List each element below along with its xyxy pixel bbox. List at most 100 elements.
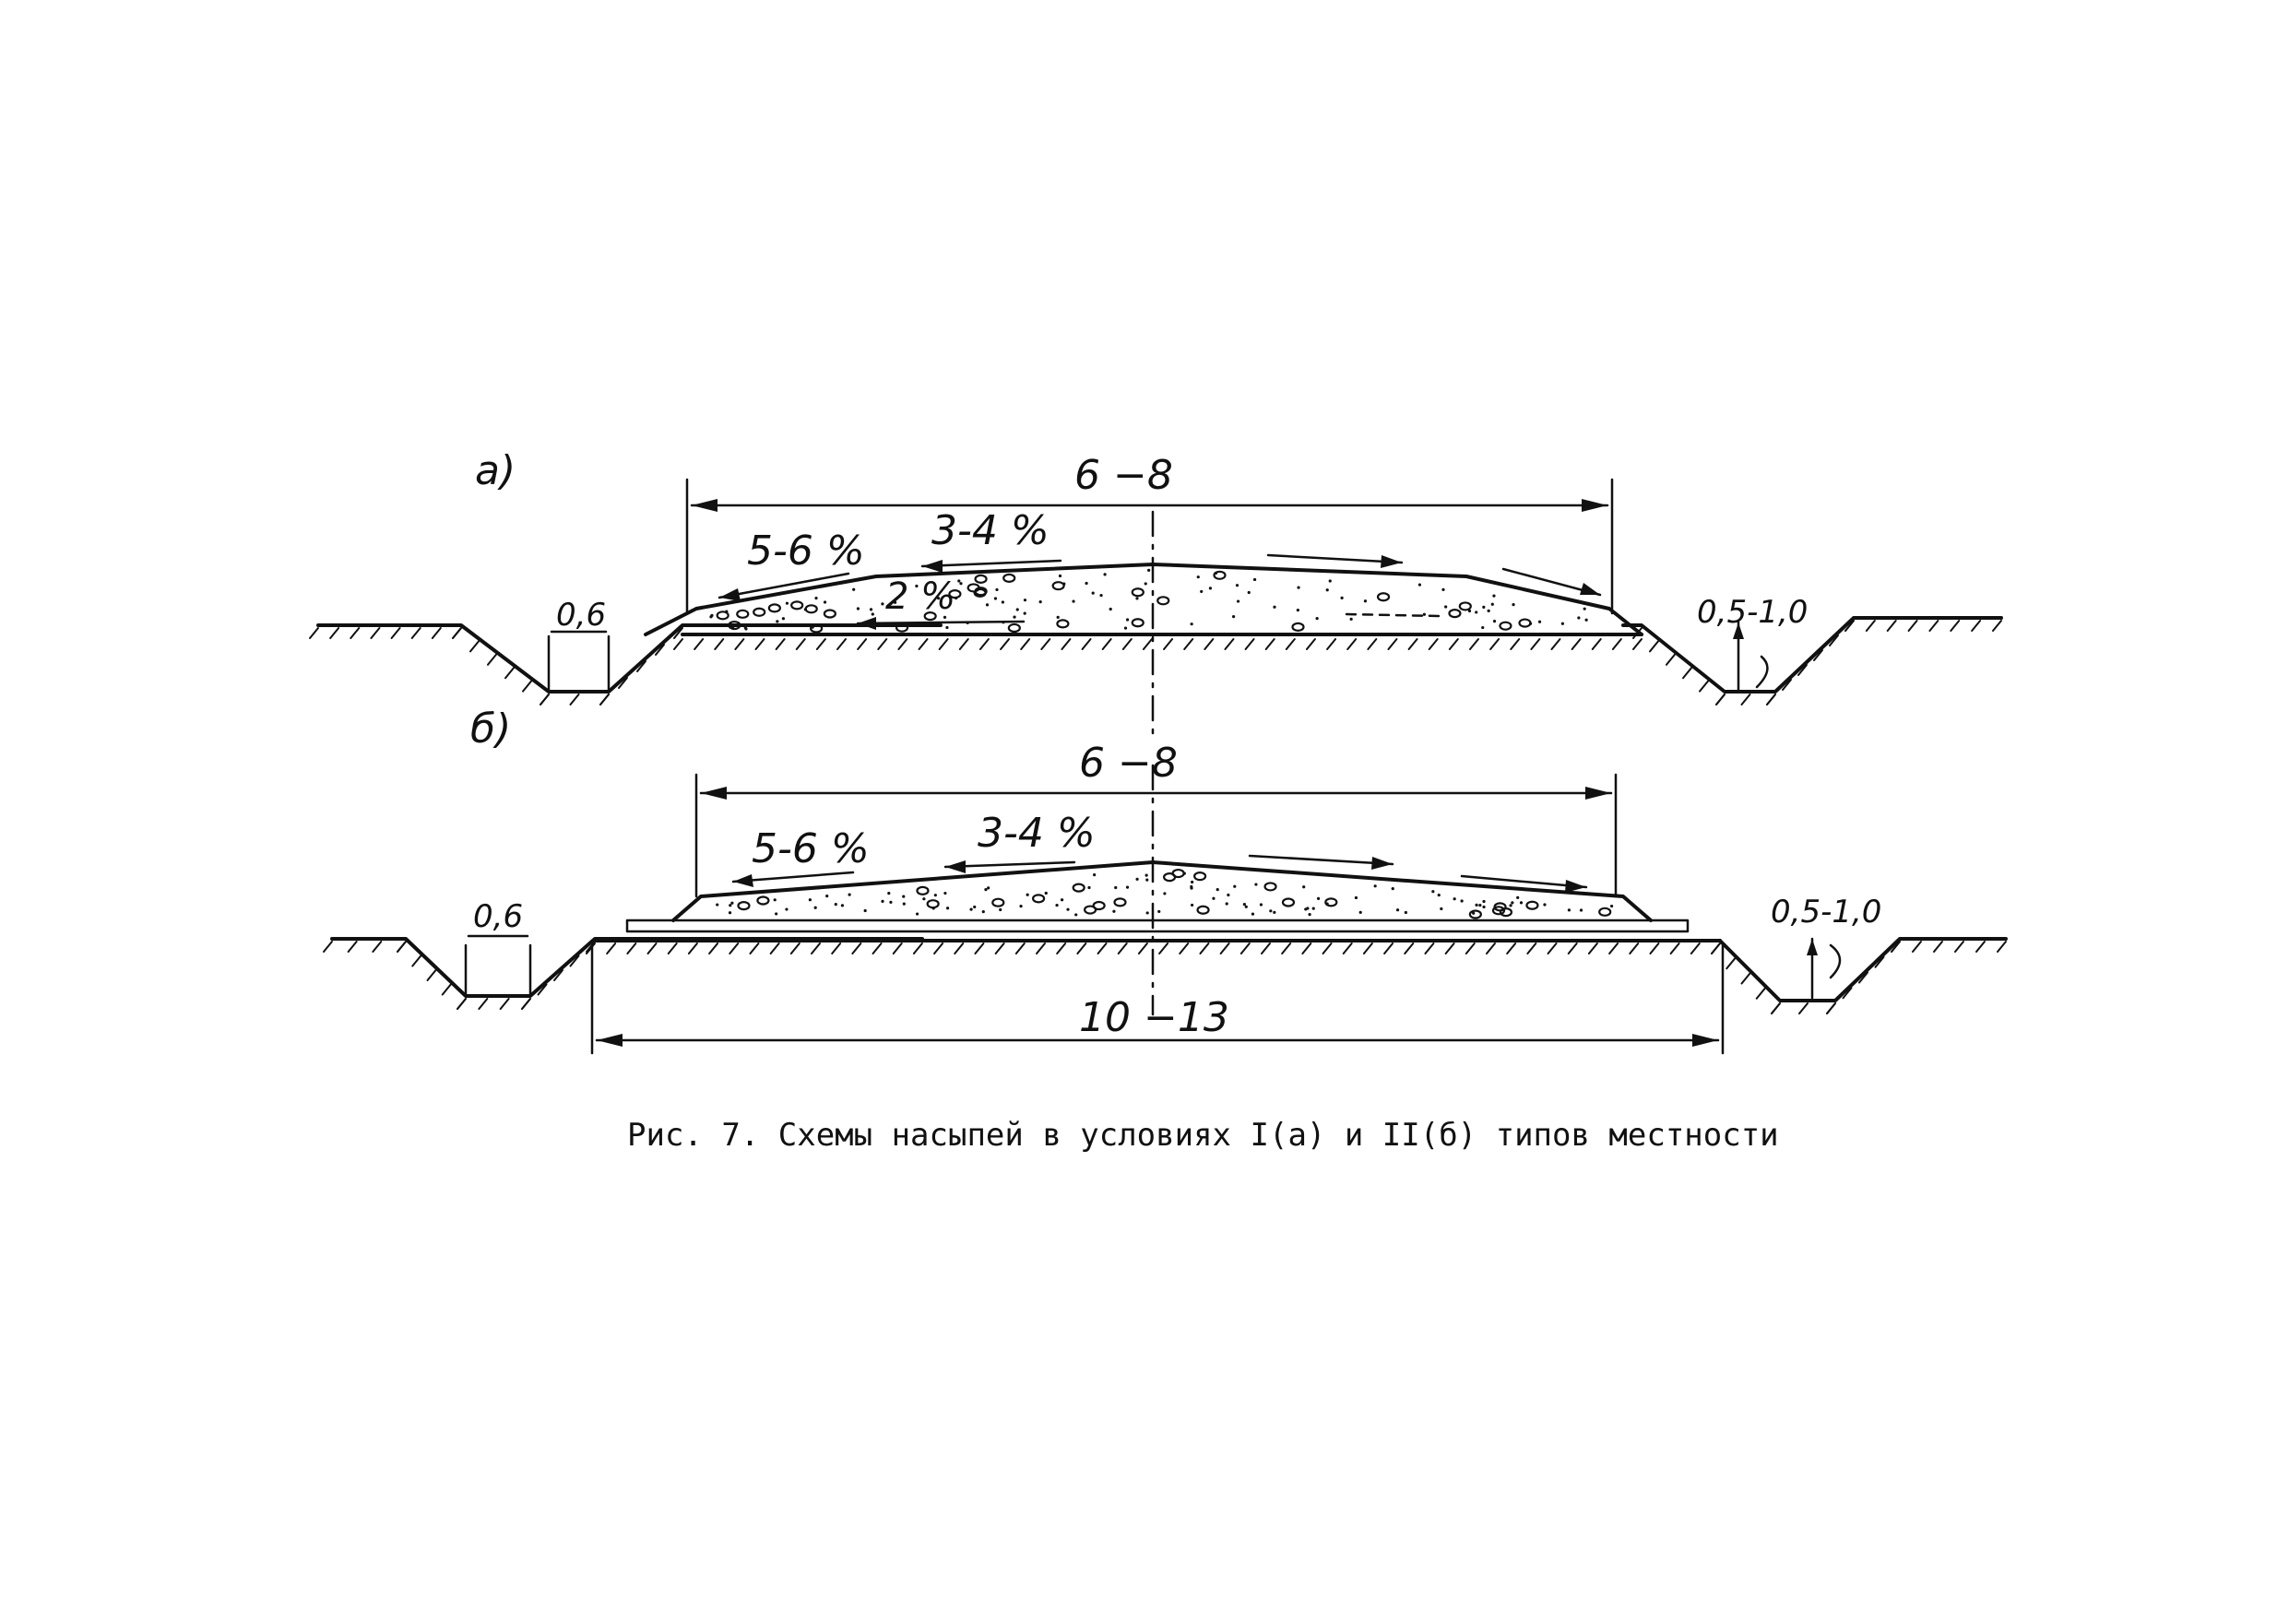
sand-dot: [1358, 910, 1362, 914]
sand-dot: [1315, 617, 1319, 621]
sand-dot: [959, 582, 963, 586]
hatch-mark: [390, 627, 401, 639]
hatch-mark: [1954, 941, 1964, 953]
hatch-mark: [329, 627, 340, 639]
sand-dot: [1482, 605, 1486, 609]
sand-dot: [933, 894, 937, 897]
scheme-a-dim-arrow-left: [692, 499, 717, 512]
sand-dot: [1475, 610, 1478, 614]
sand-dot: [1085, 581, 1088, 586]
hatch-mark: [1158, 942, 1169, 954]
hatch-mark: [478, 998, 489, 1010]
sand-dot: [1610, 904, 1614, 908]
scheme-b-slope-arrow-right: [1460, 874, 1588, 889]
hatch-mark: [1117, 942, 1128, 954]
scheme-a-label: а): [475, 447, 516, 494]
sand-dot: [1422, 612, 1427, 616]
hatch-mark: [918, 638, 929, 650]
sand-dot: [1044, 891, 1048, 895]
hatch-mark: [1061, 638, 1072, 650]
sand-dot: [1391, 887, 1394, 891]
scheme-b-crown-arrowhead-right: [1371, 857, 1393, 870]
sand-dot: [1259, 903, 1263, 907]
sand-dot: [743, 625, 747, 630]
hatch-mark: [795, 638, 806, 650]
sand-dot: [1354, 895, 1358, 900]
sand-dot: [887, 891, 891, 895]
pebble-mark: [1131, 618, 1144, 628]
sand-dot: [1252, 577, 1257, 582]
pebble-mark: [1056, 619, 1070, 629]
hatch-mark: [877, 638, 888, 650]
sand-dot: [1144, 582, 1147, 586]
sand-dot: [1123, 626, 1128, 630]
sand-dot: [1216, 888, 1219, 892]
scheme-a-ground-line: [316, 623, 943, 693]
sand-dot: [1015, 608, 1019, 611]
scheme-b-crown-arrowhead-left: [945, 860, 966, 873]
scheme-a-embankment-fill: [709, 568, 1588, 634]
sand-dot: [1023, 599, 1027, 602]
scheme-b-base-arrow-left: [597, 1034, 623, 1047]
scheme-a-slope-arrowhead-right: [1580, 583, 1600, 595]
hatch-mark: [1424, 942, 1435, 954]
hatch-mark: [469, 640, 480, 653]
sand-dot: [1460, 899, 1464, 903]
hatch-mark: [1383, 942, 1394, 954]
sand-dot: [823, 600, 827, 604]
pebble-mark: [728, 620, 741, 631]
hatch-mark: [522, 680, 532, 693]
pebble-mark: [1092, 900, 1106, 911]
hatch-mark: [452, 627, 462, 639]
pebble-mark: [823, 609, 836, 619]
hatch-mark: [1261, 942, 1271, 954]
hatch-mark: [1858, 971, 1868, 984]
hatch-mark: [1547, 942, 1558, 954]
hatch-mark: [1530, 638, 1541, 650]
scheme-b-ditch-depth: 0,5-1,0: [1771, 894, 1881, 931]
sand-dot: [1325, 588, 1329, 592]
hatch-mark: [1097, 942, 1108, 954]
hatch-mark: [1699, 680, 1709, 693]
sand-dot: [1196, 575, 1200, 579]
hatch-mark: [1997, 941, 2007, 953]
hatch-mark: [1740, 693, 1751, 705]
hatch-mark: [1798, 1002, 1809, 1014]
sand-dot: [1145, 911, 1149, 915]
sand-dot: [1144, 873, 1148, 877]
pebble-mark: [1213, 570, 1227, 580]
sand-dot: [1490, 602, 1494, 606]
hatch-mark: [1264, 638, 1275, 650]
sand-dot: [1247, 590, 1251, 595]
sand-dot: [1254, 883, 1258, 886]
hatch-mark: [974, 942, 985, 954]
sand-dot: [957, 579, 961, 583]
scheme-b-label: б): [470, 705, 511, 753]
scheme-a-crown-arrowhead-right: [1381, 555, 1402, 568]
sand-dot: [1001, 600, 1004, 604]
scheme-b-base-arrow-right: [1692, 1034, 1718, 1047]
sand-dot: [966, 621, 969, 624]
sand-dot: [1103, 573, 1107, 576]
pebble-mark: [716, 610, 729, 621]
hatch-mark: [499, 998, 510, 1010]
sand-dot: [1543, 903, 1547, 907]
hatch-mark: [1632, 627, 1643, 639]
sand-dot: [1441, 587, 1445, 591]
hatch-mark: [1362, 942, 1373, 954]
hatch-mark: [897, 638, 908, 650]
pebble-mark: [1193, 871, 1207, 882]
pebble-mark: [895, 622, 909, 633]
scheme-a-base-arrowhead: [858, 617, 876, 630]
pebble-mark: [1499, 621, 1512, 631]
sand-dot: [1579, 908, 1583, 912]
hatch-mark: [1448, 638, 1459, 650]
pebble-mark: [790, 600, 804, 610]
pebble-mark: [1032, 894, 1046, 904]
sand-dot: [1467, 609, 1472, 613]
scheme-b-depth-arrowhead: [1807, 939, 1818, 955]
sand-dot: [1087, 885, 1091, 890]
hatch-mark: [1649, 942, 1660, 954]
hatch-mark: [397, 941, 407, 953]
sand-dot: [1019, 905, 1023, 908]
